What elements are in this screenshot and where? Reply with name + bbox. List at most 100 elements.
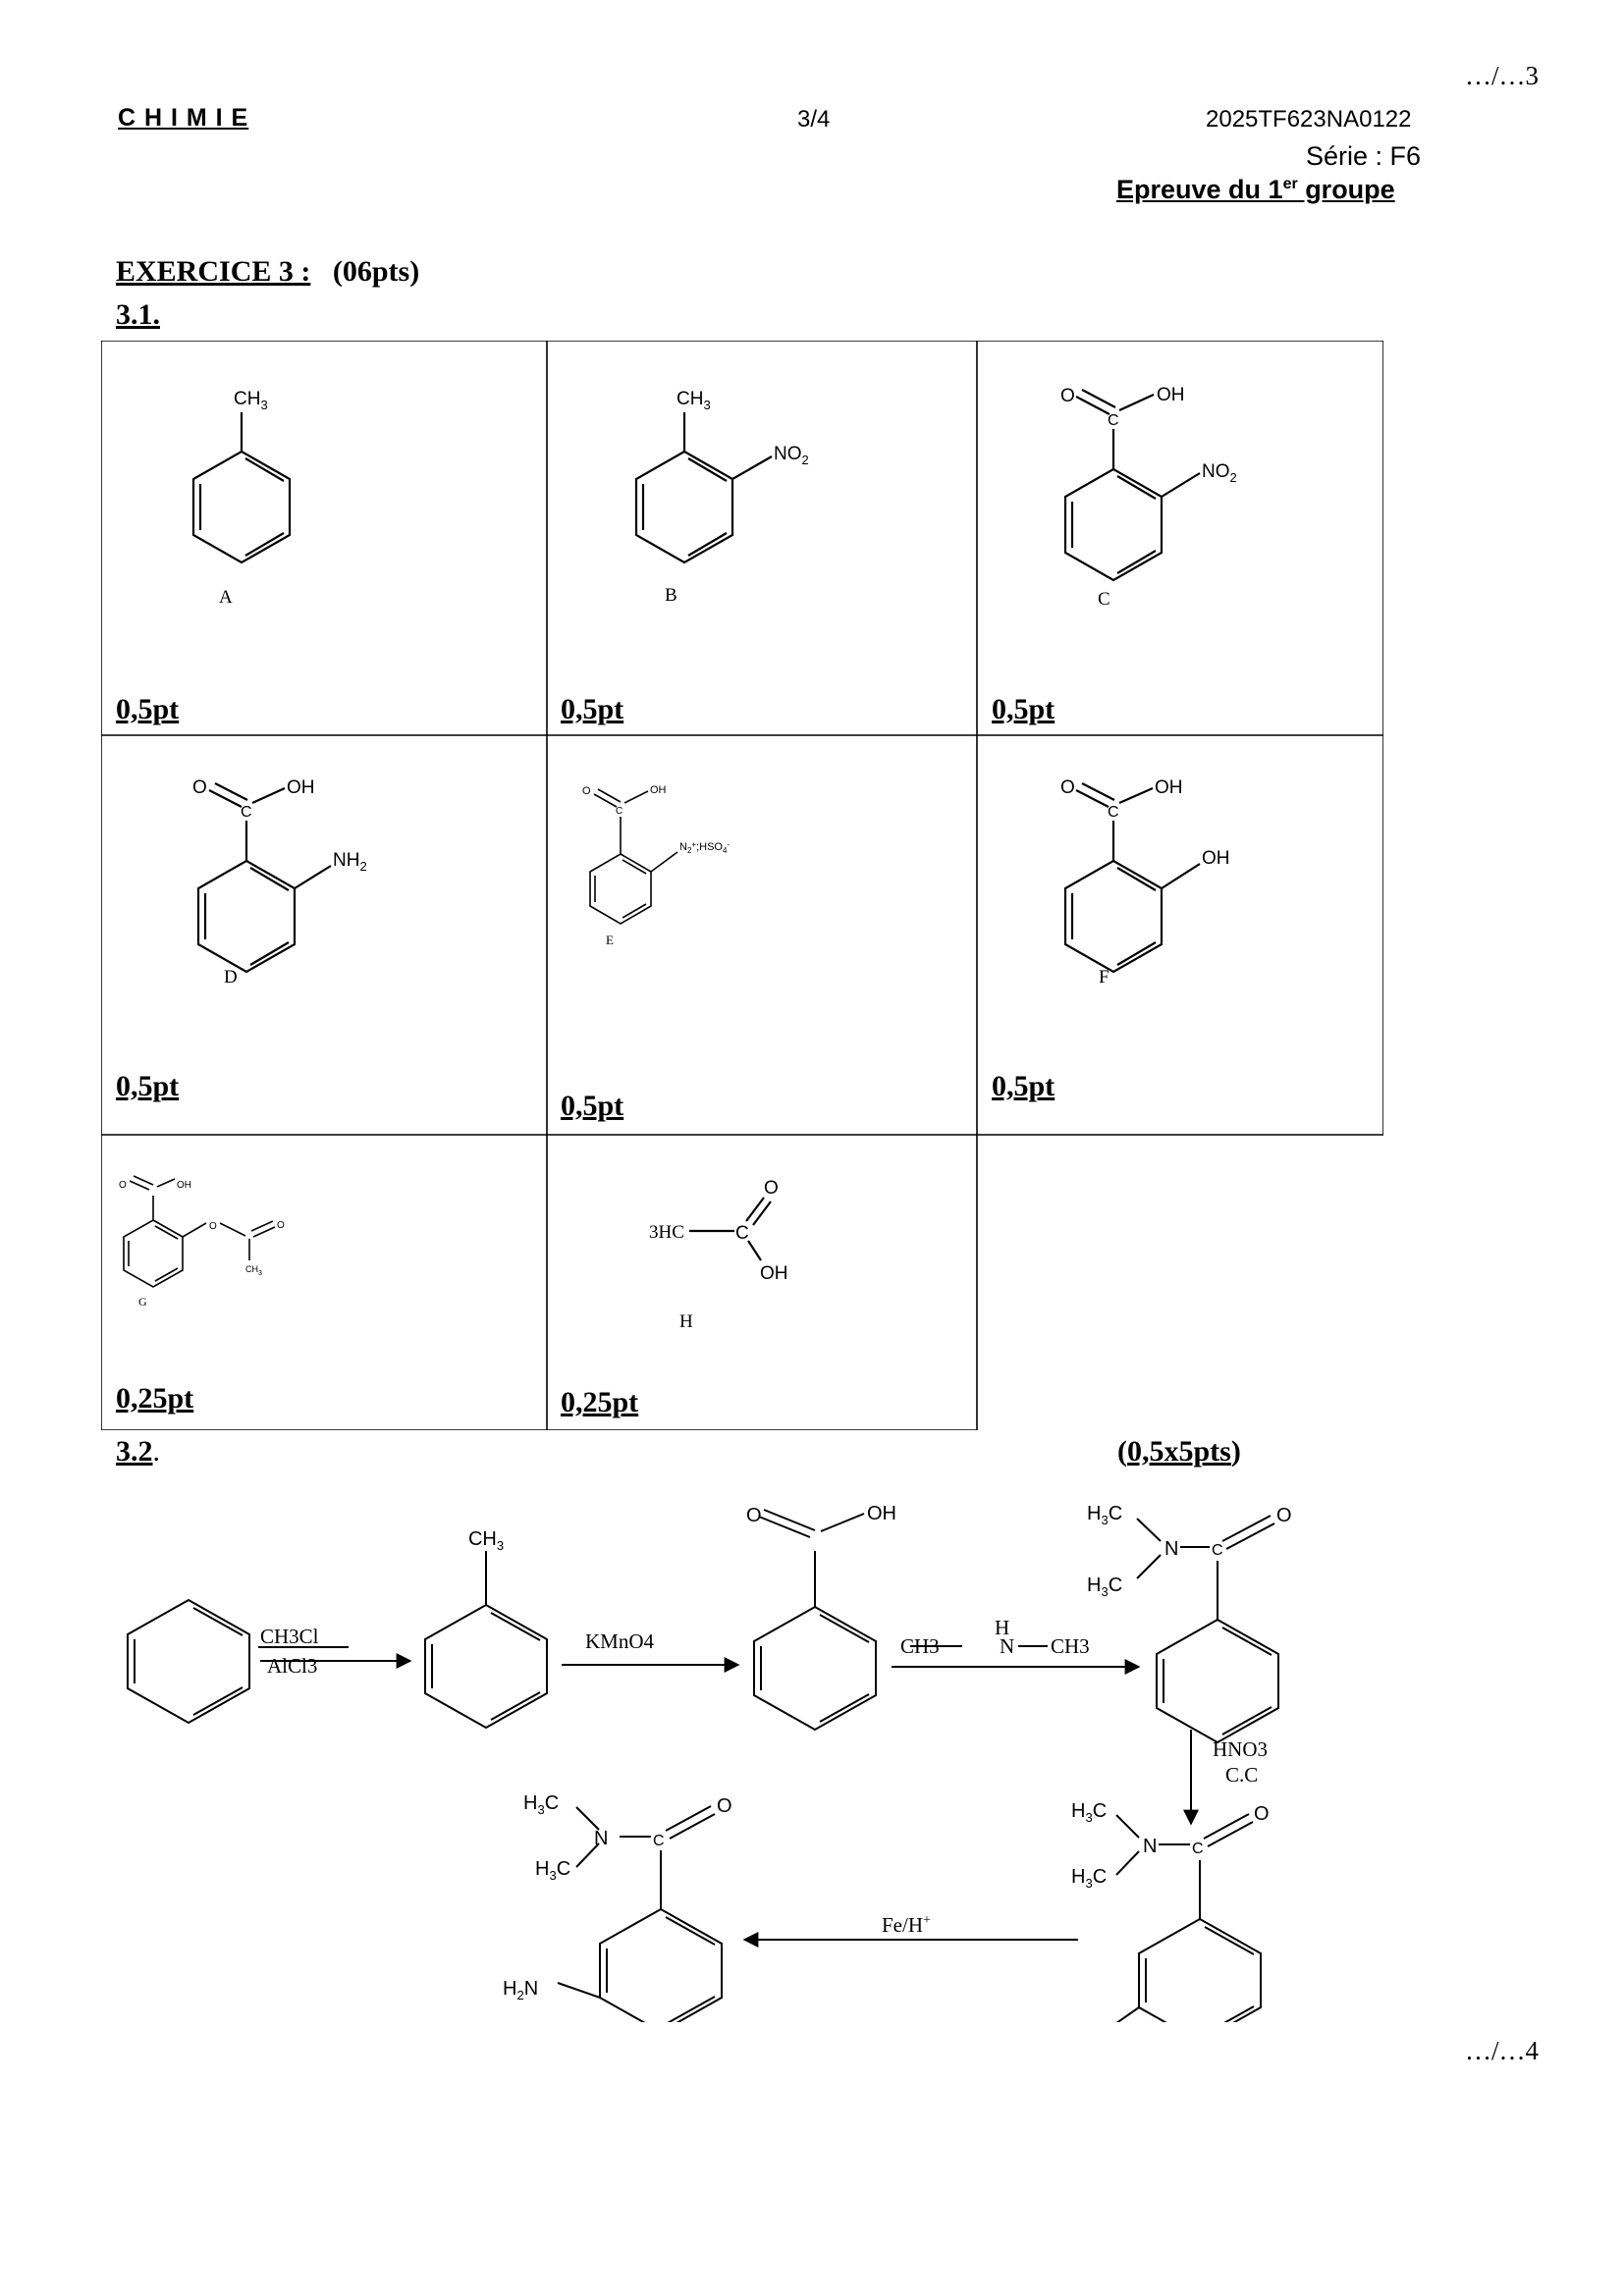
reagent-hno3: HNO3 xyxy=(1213,1737,1268,1761)
cell-b-score: 0,5pt xyxy=(561,693,624,725)
c-c: C xyxy=(1108,412,1119,429)
molecule-c xyxy=(1063,389,1201,582)
scheme-amino-n: N xyxy=(594,1828,608,1849)
e-n2-hso4: N2+;HSO4- xyxy=(679,840,730,855)
scheme-toluene xyxy=(424,1551,548,1730)
scheme-nitro-amide xyxy=(1115,1813,1262,2022)
molecule-g xyxy=(123,1175,276,1288)
d-o: O xyxy=(192,777,207,798)
c-no2: NO2 xyxy=(1202,461,1237,485)
g-ch3: CH3 xyxy=(245,1264,262,1277)
reagent-n: N xyxy=(1000,1634,1014,1658)
scheme-nitro-n: N xyxy=(1143,1836,1157,1857)
scheme-amide-h3c-2: H3C xyxy=(1087,1575,1122,1599)
f-oh: OH xyxy=(1155,777,1183,798)
scheme-benzene xyxy=(127,1598,250,1725)
cell-d-letter: D xyxy=(224,967,238,988)
question-3-2-points: (0,5x5pts) xyxy=(1117,1435,1241,1468)
d-oh: OH xyxy=(287,777,315,798)
reagent-ch3cl: CH3Cl xyxy=(260,1625,319,1648)
b-no2: NO2 xyxy=(774,444,809,467)
cell-c-letter: C xyxy=(1098,589,1110,610)
page-number: 3/4 xyxy=(797,106,831,133)
exam-code: 2025TF623NA0122 xyxy=(1206,106,1412,133)
c-oh: OH xyxy=(1157,385,1185,405)
d-c: C xyxy=(241,804,252,821)
cell-h-score: 0,25pt xyxy=(561,1386,639,1418)
serie-label: Série : F6 xyxy=(1306,141,1422,171)
scheme-amide-n: N xyxy=(1164,1538,1178,1560)
cell-e-score: 0,5pt xyxy=(561,1090,624,1122)
e-c: C xyxy=(616,806,623,817)
d-nh2: NH2 xyxy=(333,850,367,874)
scheme-amino-h3c-2: H3C xyxy=(535,1858,570,1883)
scheme-amide-c: C xyxy=(1212,1542,1223,1559)
molecule-e xyxy=(589,788,678,925)
page-marker-top: …/…3 xyxy=(1465,61,1540,90)
scheme-nitro-h3c-1: H3C xyxy=(1071,1800,1107,1825)
g-o: O xyxy=(119,1180,127,1191)
structures-grid: CH3 CH3 NO2 O OH C NO2 O OH C NH2 O OH C… xyxy=(119,385,1237,1332)
cell-a-score: 0,5pt xyxy=(116,693,180,725)
epreuve-label: Epreuve du 1er groupe xyxy=(1116,175,1395,204)
h-ch3: 3HC xyxy=(649,1222,684,1243)
scheme-amino-c: C xyxy=(653,1833,665,1849)
e-o: O xyxy=(582,785,591,797)
molecule-f xyxy=(1063,782,1201,974)
g-oh: OH xyxy=(177,1180,191,1191)
cell-c-score: 0,5pt xyxy=(992,693,1056,725)
reagent-alcl3: AlCl3 xyxy=(267,1654,317,1678)
scheme-amino-amide xyxy=(557,1805,723,2022)
molecule-d xyxy=(196,782,332,974)
scheme-amino-o: O xyxy=(717,1795,732,1817)
reagent-cc: C.C xyxy=(1225,1763,1258,1787)
cell-b-letter: B xyxy=(665,585,677,606)
a-ch3: CH3 xyxy=(234,389,268,412)
cell-d-score: 0,5pt xyxy=(116,1070,180,1102)
e-oh: OH xyxy=(650,784,667,796)
cell-a-letter: A xyxy=(219,587,233,608)
scheme-amino-h2n: H2N xyxy=(503,1978,538,2002)
reagent-kmno4: KMnO4 xyxy=(585,1629,655,1653)
cell-g-letter: G xyxy=(138,1295,147,1308)
c-o: O xyxy=(1060,386,1075,406)
h-c: C xyxy=(735,1223,749,1244)
scheme-dimethylbenzamide xyxy=(1136,1515,1279,1744)
question-3-2: 3.2. xyxy=(116,1435,160,1468)
scheme-nitro-c: C xyxy=(1192,1841,1204,1857)
answer-grid xyxy=(101,341,1383,1430)
cell-f-letter: F xyxy=(1099,967,1110,988)
reagent-ch3-left: CH3 xyxy=(900,1634,940,1658)
scheme-nitro-o: O xyxy=(1254,1803,1270,1825)
page-marker-bottom: …/…4 xyxy=(1465,2036,1540,2065)
reagent-h: H xyxy=(995,1616,1009,1639)
h-oh: OH xyxy=(760,1263,788,1284)
cell-f-score: 0,5pt xyxy=(992,1070,1056,1102)
scheme-amide-h3c-1: H3C xyxy=(1087,1503,1122,1527)
scheme-acid-o: O xyxy=(746,1505,762,1526)
reaction-scheme: CH3 O OH O N C H3C H3C O N C H3C H3C O2N… xyxy=(127,1503,1292,2022)
f-o: O xyxy=(1060,777,1075,798)
exercise-title: EXERCICE 3 : (06pts) xyxy=(116,255,420,288)
f-oh-2: OH xyxy=(1202,848,1230,869)
cell-g-score: 0,25pt xyxy=(116,1382,194,1415)
scheme-acid-oh: OH xyxy=(867,1503,896,1524)
g-o-ester: O xyxy=(209,1221,217,1232)
scheme-benzoic-acid xyxy=(753,1509,877,1732)
scheme-nitro-h3c-2: H3C xyxy=(1071,1866,1107,1891)
molecule-b xyxy=(634,412,773,564)
question-3-1: 3.1. xyxy=(116,298,160,331)
reagent-fe-h: Fe/H+ xyxy=(882,1913,931,1937)
molecule-a xyxy=(191,412,292,564)
b-ch3: CH3 xyxy=(677,389,711,412)
scheme-amide-o: O xyxy=(1276,1505,1292,1526)
reagent-ch3-right: CH3 xyxy=(1051,1634,1090,1658)
h-o: O xyxy=(764,1178,779,1199)
cell-e-letter: E xyxy=(606,933,614,947)
f-c: C xyxy=(1108,804,1119,821)
cell-h-letter: H xyxy=(679,1311,693,1332)
scheme-toluene-ch3: CH3 xyxy=(468,1528,504,1553)
subject-title: C H I M I E xyxy=(118,104,249,132)
scheme-amino-h3c-1: H3C xyxy=(523,1792,559,1817)
molecule-h xyxy=(689,1197,772,1261)
